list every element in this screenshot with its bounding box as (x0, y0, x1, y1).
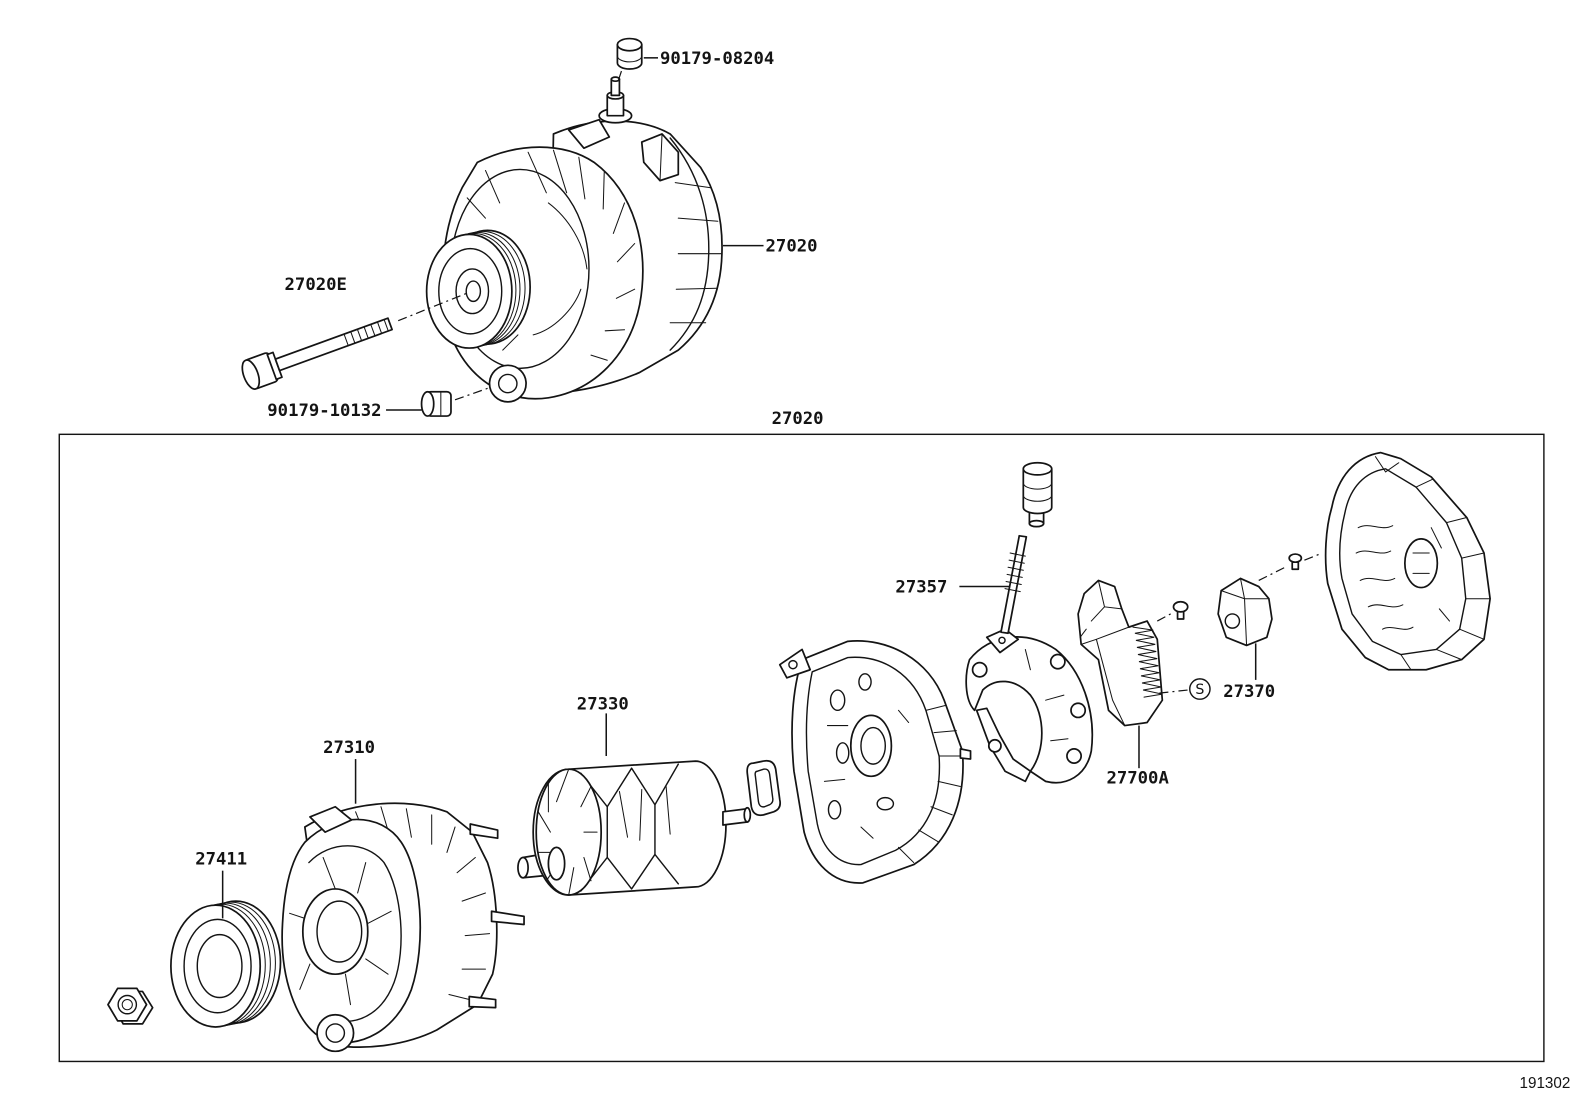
label-assembly-box: 27020 (772, 409, 824, 429)
ventilation-slots (466, 149, 636, 361)
rotor-claw-poles (580, 763, 679, 892)
nut-top (616, 37, 643, 70)
label-nut-lower: 90179-10132 (267, 401, 381, 421)
assembly-components-frame (58, 433, 1545, 1063)
rear-end-cover (1324, 451, 1491, 671)
pulley-nut (107, 987, 154, 1025)
label-through-bolt: 27020E (285, 275, 347, 295)
top-mount-lug (567, 118, 611, 150)
b-terminal-stud (598, 76, 633, 124)
rectifier-frame-bore (849, 714, 893, 778)
nut-lower (420, 390, 452, 417)
frame-studs (468, 823, 525, 1009)
nut-lower-dashed-line (454, 387, 490, 401)
mount-boss (488, 364, 527, 403)
label-alternator-assy: 27020 (766, 237, 818, 257)
cover-screw (1288, 553, 1303, 571)
cover-screw-dashed-line (1304, 553, 1320, 561)
cover-opening (1404, 537, 1439, 589)
regulator-screw (1172, 600, 1189, 620)
regulator-spring (1132, 626, 1163, 698)
label-regulator: 27700A (1107, 768, 1170, 788)
label-drive-end-frame: 27310 (323, 738, 375, 758)
terminal-insulator (1000, 461, 1053, 635)
cover-ribs (1374, 456, 1491, 671)
regulator (1077, 579, 1164, 727)
label-terminal-insulator: 27357 (895, 578, 947, 598)
cover-vent-slots (1355, 525, 1451, 630)
label-brush-holder-cover: 27370 (1223, 682, 1275, 702)
alternator-assembly (425, 76, 723, 403)
frame-mount-boss (316, 1013, 355, 1053)
frame-fins (897, 704, 963, 864)
nut-top-dashed-line (616, 70, 623, 84)
figure-id: 191302 (1520, 1075, 1571, 1092)
brush-holder-cover (1217, 577, 1273, 647)
top-lug (309, 805, 353, 833)
regulator-screw-dashed-line (1156, 612, 1173, 622)
label-pulley: 27411 (195, 850, 247, 870)
frame-slots (829, 689, 846, 712)
label-rotor: 27330 (577, 694, 629, 714)
rectifier-end-frame (778, 640, 972, 884)
drive-end-frame (281, 802, 525, 1053)
diode-cup (971, 661, 988, 678)
alternator-pulley (425, 229, 531, 349)
frame-spokes (289, 856, 392, 1006)
brush-holder-cover-dashed-line (1258, 565, 1288, 581)
frame-tab (778, 648, 812, 679)
terminal-plate (985, 628, 1020, 654)
standard-part-dashed-line (1159, 689, 1188, 694)
standard-part-symbol-letter: S (1195, 682, 1204, 698)
gasket (746, 759, 782, 817)
standard-part-symbol (1189, 678, 1211, 700)
frame-bore (301, 888, 369, 976)
bolt-thread (343, 319, 389, 347)
rotor (517, 760, 752, 896)
pulley (170, 900, 282, 1028)
rectifier-holder (965, 628, 1094, 784)
through-bolt (241, 317, 393, 390)
bolt-axis-dashed-line (397, 291, 470, 322)
label-nut-top: 90179-08204 (660, 49, 774, 69)
terminal-bolt (1000, 534, 1028, 635)
